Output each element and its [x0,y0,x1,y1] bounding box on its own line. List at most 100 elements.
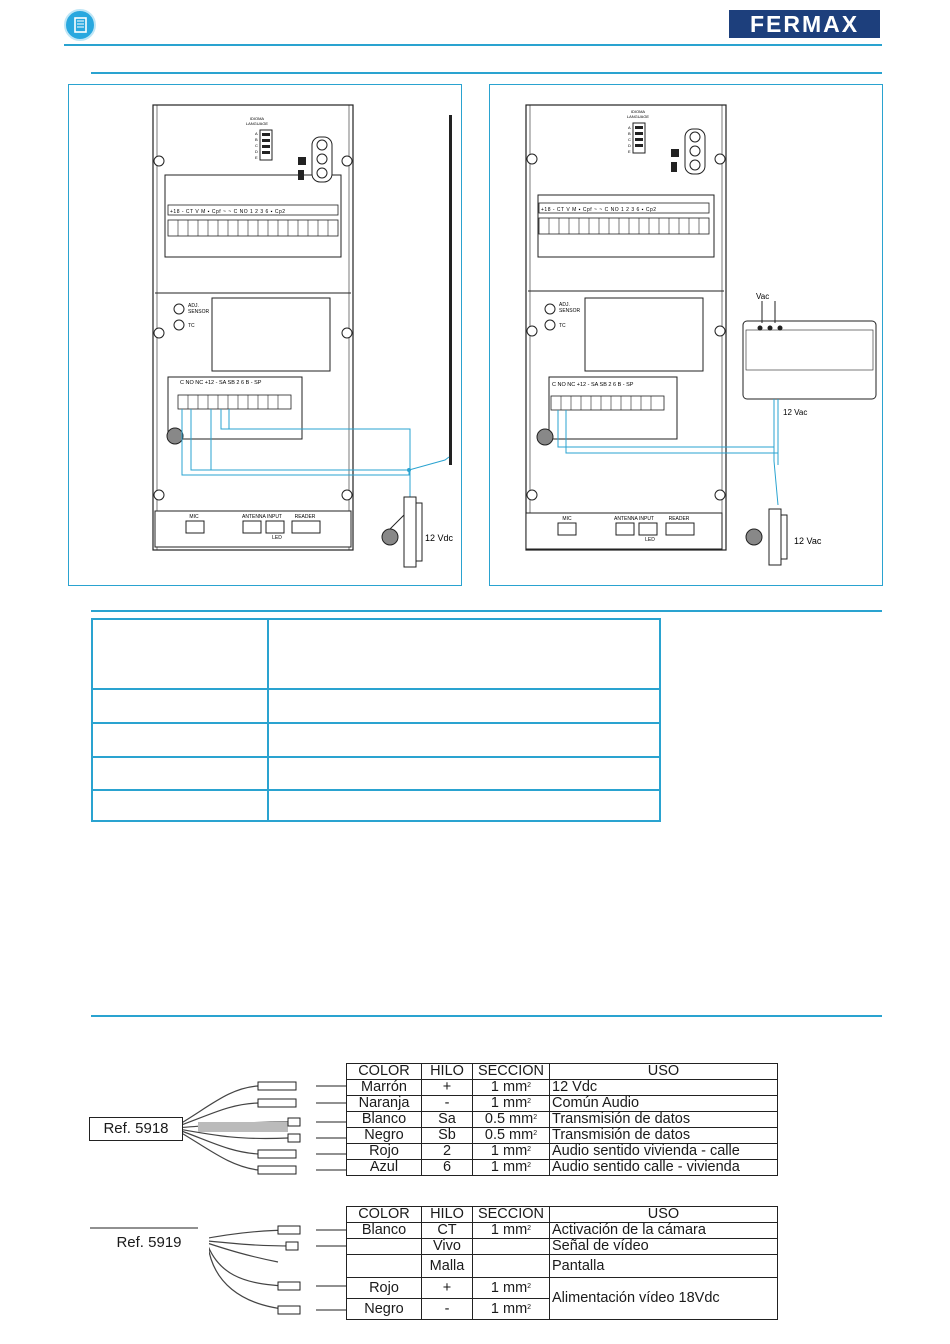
antenna-label: ANTENNA INPUT [242,514,282,520]
superscript: 2 [527,1162,532,1169]
mic-label: MIC [562,516,572,522]
brand-logo: FERMAX [729,10,880,38]
cell-hilo: + [421,1277,473,1299]
table-row [93,789,659,791]
cell-seccion [472,1254,550,1278]
superscript: 2 [527,1282,532,1290]
tc-label: TC [188,323,195,329]
terminal-labels-mid: C NO NC +12 - SA SB 2 6 B - SP [180,380,262,386]
header-color: COLOR [346,1063,422,1080]
superscript: 2 [527,1082,532,1089]
dip-c: C [255,143,258,148]
cell-uso: Audio sentido calle - vivienda [549,1159,778,1176]
table-row: Vivo Señal de vídeo [346,1238,778,1255]
reader-label: READER [295,514,316,520]
sensor-label: SENSOR [559,308,581,314]
cell-uso: 12 Vdc [549,1079,778,1096]
table-row: Blanco CT 1 mm2 Activación de la cámara [346,1222,778,1239]
cell-hilo: 6 [421,1159,473,1176]
terminal-labels-top: +18 - CT V M ▪ Cpf ~ ~ C NO 1 2 3 6 ▪ Cp… [541,207,657,213]
dip-b: B [255,137,258,142]
sensor-label: SENSOR [188,309,210,315]
cell-seccion: 1 mm [490,1079,528,1095]
cable-5919-drawing [90,1225,346,1315]
header-hilo: HILO [421,1206,473,1223]
adj-label: ADJ. [559,302,570,308]
table-column-divider [267,620,269,820]
table-row: Marrón + 1 mm2 12 Vdc [346,1079,778,1096]
language-label: LANGUAGE [246,121,269,126]
cell-uso: Activación de la cámara [549,1222,778,1239]
diagram-panel-left: IDIOMA LANGUAGE A B C D E +18 - CT V M ▪… [68,84,462,586]
table-row: Negro Sb 0.5 mm2 Transmisión de datos [346,1127,778,1144]
cell-seccion: 0.5 mm [484,1111,534,1127]
header-uso: USO [549,1063,778,1080]
led-label: LED [645,537,655,543]
cell-uso: Transmisión de datos [549,1127,778,1144]
cell-color: Naranja [346,1095,422,1112]
cell-color: Rojo [346,1143,422,1160]
cell-uso: Audio sentido vivienda - calle [549,1143,778,1160]
superscript: 2 [533,1130,538,1137]
table-row: Negro - 1 mm2 [346,1298,778,1320]
header-color: COLOR [346,1206,422,1223]
cell-uso: Alimentación vídeo 18Vdc [549,1277,778,1320]
table-row: Azul 6 1 mm2 Audio sentido calle - vivie… [346,1159,778,1176]
superscript: 2 [533,1114,538,1121]
ref-5919-label: Ref. 5919 [89,1231,209,1255]
cell-hilo: CT [421,1222,473,1239]
cell-uso: Transmisión de datos [549,1111,778,1128]
reader-label: READER [669,516,690,522]
cell-color: Blanco [346,1111,422,1128]
cell-hilo: + [421,1079,473,1096]
supply-out-label: 12 Vac [783,408,807,417]
dip-a: A [628,125,631,130]
header-hilo: HILO [421,1063,473,1080]
cell-seccion: 1 mm [490,1095,528,1111]
section-rule-1 [91,72,882,74]
superscript: 2 [527,1303,532,1311]
cell-hilo: Sa [421,1111,473,1128]
cell-color: Marrón [346,1079,422,1096]
cell-color [346,1238,422,1255]
cell-hilo: Sb [421,1127,473,1144]
cell-color: Negro [346,1127,422,1144]
adj-label: ADJ. [188,303,199,309]
header-rule [64,44,882,46]
lock-voltage-label: 12 Vac [794,536,822,546]
table-row: Rojo 2 1 mm2 Audio sentido vivienda - ca… [346,1143,778,1160]
cell-seccion: 1 mm [490,1300,528,1317]
empty-table [91,618,661,822]
section-rule-3 [91,1015,882,1017]
cell-seccion: 1 mm [490,1159,528,1175]
mic-label: MIC [189,514,199,520]
dip-e: E [628,149,631,154]
tc-label: TC [559,323,566,329]
table-row: Naranja - 1 mm2 Común Audio [346,1095,778,1112]
superscript: 2 [527,1098,532,1105]
cell-seccion: 1 mm [490,1222,528,1238]
cell-seccion: 1 mm [490,1143,528,1159]
header-uso: USO [549,1206,778,1223]
ref-5918-label: Ref. 5918 [89,1117,183,1141]
dip-d: D [628,143,631,148]
cell-seccion: 0.5 mm [484,1127,534,1143]
wiring-diagram-left: IDIOMA LANGUAGE A B C D E +18 - CT V M ▪… [152,104,454,568]
cell-uso: Común Audio [549,1095,778,1112]
cell-uso: Pantalla [549,1254,778,1278]
header-seccion: SECCION [472,1063,550,1080]
cell-hilo: 2 [421,1143,473,1160]
dip-b: B [628,131,631,136]
table-row: Rojo + 1 mm2 Alimentación vídeo 18Vdc [346,1277,778,1320]
wiring-diagram-right: IDIOMA LANGUAGE A B C D E +18 - CT V M ▪… [525,104,877,566]
section-rule-2 [91,610,882,612]
document-icon [64,9,96,41]
header-seccion: SECCION [472,1206,550,1223]
table-row: Blanco Sa 0.5 mm2 Transmisión de datos [346,1111,778,1128]
cell-color: Rojo [346,1277,422,1299]
cell-color [346,1254,422,1278]
cable-5918-drawing [172,1081,346,1175]
table-row [93,722,659,724]
led-label: LED [272,535,282,541]
supply-vac-label: Vac [756,292,769,301]
